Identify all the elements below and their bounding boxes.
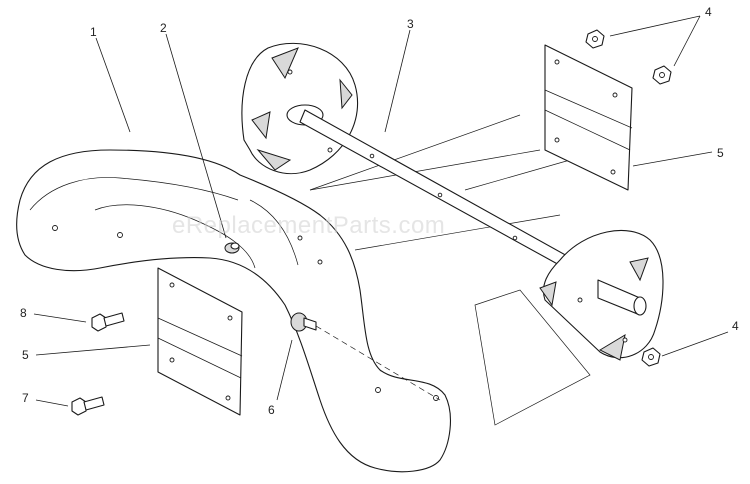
callout-3: 3 (407, 17, 414, 31)
callout-numbers: 1 2 3 4 5 4 8 5 7 6 (20, 5, 739, 417)
callout-1: 1 (90, 25, 97, 39)
callout-2: 2 (160, 21, 167, 35)
callout-6: 6 (268, 403, 275, 417)
auger-blade (16, 149, 451, 473)
carriage-bolt (290, 312, 317, 332)
right-paddle-hub (539, 229, 664, 361)
hex-bolt-lower (71, 396, 105, 416)
assembly-plane-lines (309, 114, 591, 426)
callout-5-right: 5 (717, 146, 724, 160)
callout-4-right: 4 (732, 319, 739, 333)
leader-lines (33, 15, 729, 407)
callout-5-left: 5 (22, 348, 29, 362)
alignment-line (315, 325, 441, 401)
hex-nut-top-1 (585, 29, 605, 49)
hex-bolt-upper (91, 312, 125, 332)
hex-nut-top-2 (652, 65, 672, 85)
hex-nut-right (641, 347, 661, 367)
callout-8: 8 (20, 306, 27, 320)
watermark: eReplacementParts.com (172, 212, 445, 239)
front-bracket-plate (157, 267, 243, 416)
left-paddle-hub (241, 42, 359, 175)
back-bracket-plate (544, 44, 633, 191)
callout-7: 7 (22, 391, 29, 405)
callout-4-top: 4 (705, 5, 712, 19)
bushing (224, 242, 240, 254)
